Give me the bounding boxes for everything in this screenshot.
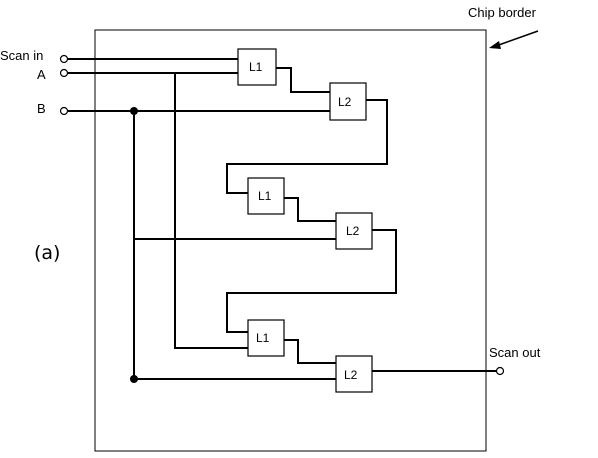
b-label: B — [37, 101, 46, 116]
latch-l2-bot: L2 — [335, 355, 373, 393]
a-label: A — [37, 67, 46, 82]
latch-label: L1 — [256, 331, 270, 345]
chip-border-arrow — [489, 30, 539, 49]
latch-label: L2 — [346, 224, 360, 238]
latch-l1-mid: L1 — [247, 177, 285, 215]
latch-label: L2 — [344, 368, 358, 382]
a-terminal — [59, 68, 69, 78]
latch-label: L1 — [258, 189, 272, 203]
scan-out-label: Scan out — [489, 345, 541, 360]
chip-border-box — [94, 29, 487, 452]
figure-label: (a) — [34, 242, 60, 264]
latch-l1-bot: L1 — [247, 319, 285, 357]
latch-l2-top: L2 — [329, 82, 367, 121]
latch-l1-top: L1 — [237, 48, 277, 86]
b-terminal — [59, 106, 69, 116]
latch-label: L1 — [249, 60, 263, 74]
b-junction-dot — [130, 107, 138, 115]
latch-l2-mid: L2 — [335, 212, 373, 250]
chip-border-label: Chip border — [468, 5, 537, 20]
scan-out-terminal — [495, 366, 505, 376]
scan-in-label: Scan in — [0, 48, 43, 63]
scan-in-terminal — [59, 54, 69, 64]
latch-label: L2 — [338, 95, 352, 109]
b-junction-dot — [130, 375, 138, 383]
